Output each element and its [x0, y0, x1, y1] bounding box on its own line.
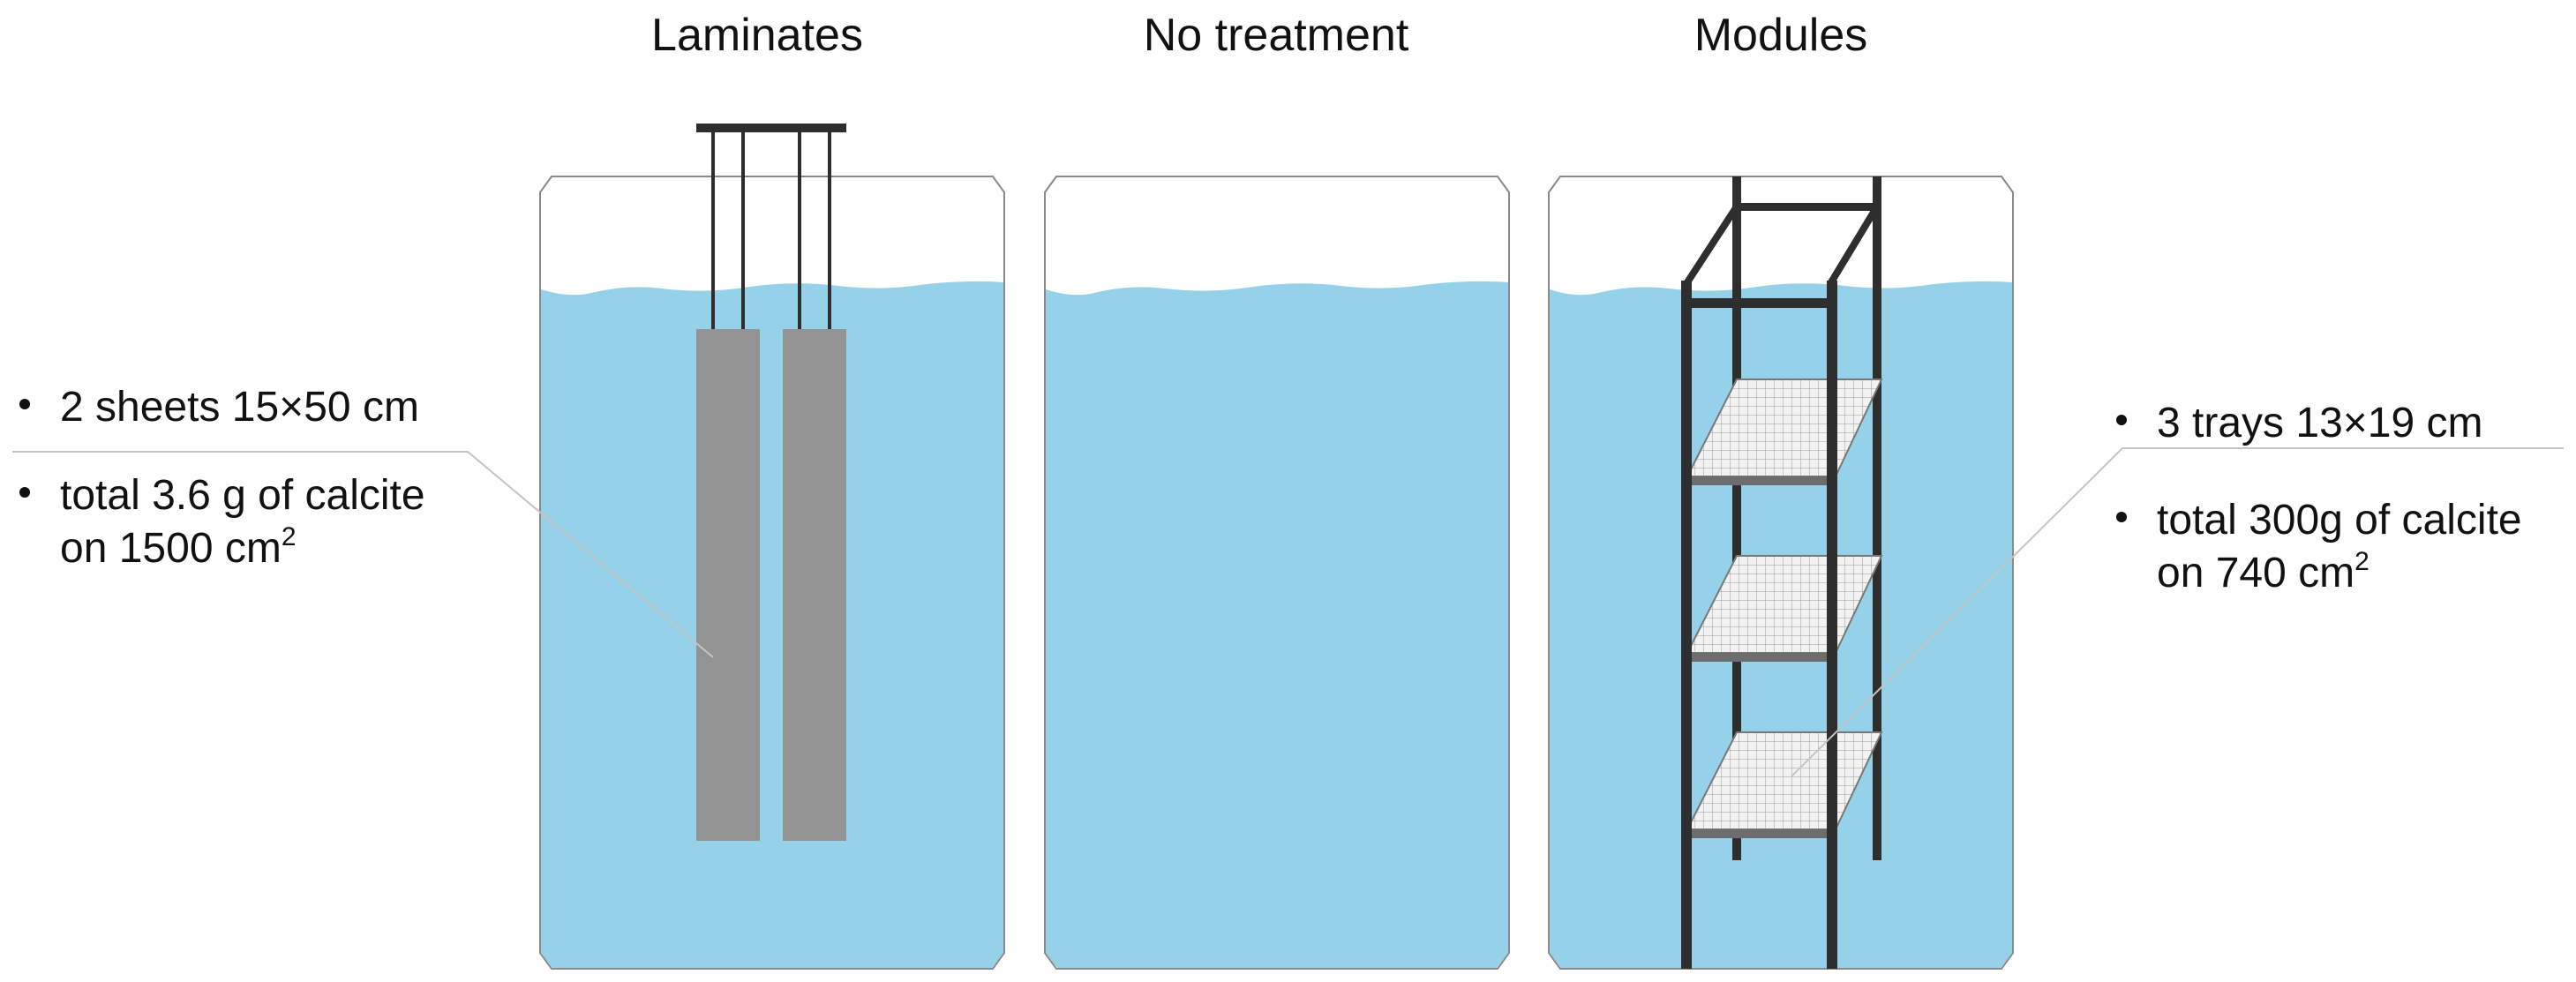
note-text: 2 sheets 15×50 cm: [60, 384, 419, 431]
laminates-note-calcite: total 3.6 g of calcite on 1500 cm2: [19, 469, 425, 575]
hanger-rod: [741, 132, 745, 332]
note-text-continued: on 1500 cm2: [60, 522, 297, 572]
hanger-rod: [798, 132, 801, 332]
note-text: total 300g of calcite: [2157, 497, 2522, 543]
water: [541, 281, 1003, 968]
frame-post-back: [1873, 176, 1881, 860]
note-text-continued: on 740 cm2: [2157, 547, 2369, 596]
note-text: 3 trays 13×19 cm: [2157, 400, 2483, 446]
bullet-dot: [19, 399, 30, 410]
leader-line-modules: [1791, 447, 2564, 777]
frame-bar: [1681, 298, 1837, 308]
frame-bar: [1732, 203, 1881, 211]
frame-post-front: [1681, 281, 1692, 969]
bullet-dot: [2116, 415, 2127, 426]
leader-line-laminates: [12, 451, 714, 658]
frame-post-front: [1827, 281, 1837, 969]
laminates-title: Laminates: [651, 10, 863, 61]
laminate-sheet: [696, 329, 760, 841]
leader-lines: [12, 447, 2564, 777]
hanger-rod: [828, 132, 831, 332]
water: [1046, 281, 1508, 968]
note-text: total 3.6 g of calcite: [60, 472, 425, 519]
modules-title: Modules: [1694, 10, 1868, 61]
no-treatment-tank: [1044, 176, 1510, 970]
laminates-tank: [539, 124, 1005, 970]
laminate-sheet: [783, 329, 846, 841]
modules-note-trays: 3 trays 13×19 cm: [2116, 397, 2483, 450]
no-treatment-title: No treatment: [1143, 10, 1409, 61]
modules-note-calcite: total 300g of calcite on 740 cm2: [2116, 494, 2522, 600]
hanger-bar: [696, 124, 846, 132]
frame-post-back: [1732, 176, 1741, 860]
modules-tank: [1548, 176, 2014, 970]
hanger-rod: [711, 132, 715, 332]
frame-bar: [1828, 204, 1881, 285]
bullet-dot: [19, 487, 30, 498]
frame-bar: [1684, 204, 1740, 285]
laminates-note-sheets: 2 sheets 15×50 cm: [19, 381, 419, 434]
bullet-dot: [2116, 512, 2127, 523]
